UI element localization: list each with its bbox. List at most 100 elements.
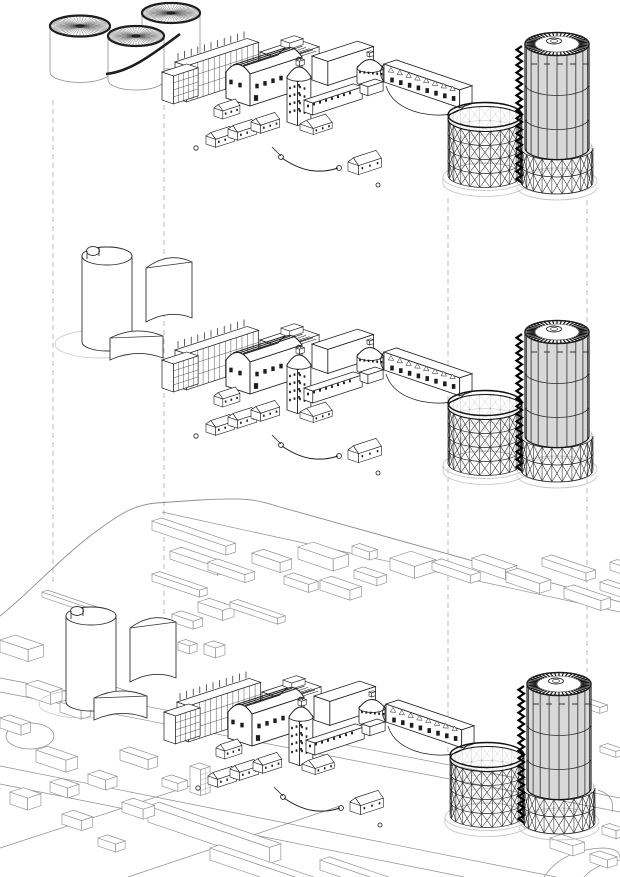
ellipse-shape [280, 794, 286, 800]
wing-block [162, 703, 202, 745]
ellipse-shape [550, 39, 558, 43]
arch-band [390, 365, 456, 389]
drawn-path [295, 344, 302, 349]
ellipse-shape [442, 182, 528, 197]
building-block [206, 558, 256, 584]
gabled-house [252, 752, 283, 774]
ellipse-shape [131, 34, 141, 38]
gabled-house [250, 400, 281, 422]
door-arch [255, 735, 261, 741]
cylinder-notch [70, 606, 84, 616]
building-block [150, 517, 237, 556]
hall-side [249, 56, 303, 107]
ellipse-shape [526, 723, 592, 736]
building-block [358, 78, 385, 97]
building-block [48, 777, 81, 799]
cap-hub [546, 325, 562, 333]
plinth-ring [518, 807, 600, 835]
building-block [318, 856, 390, 877]
hall-gable [227, 704, 253, 747]
plain-box-hall [310, 40, 375, 86]
building-block [282, 572, 320, 593]
drawn-line [273, 786, 284, 797]
plain-box-hall [310, 328, 375, 374]
ellipse-shape [536, 675, 582, 693]
window-dots [289, 84, 300, 114]
building-block [0, 634, 45, 663]
lattice-gasholder-frame [447, 106, 523, 188]
ellipse-shape [375, 470, 381, 476]
wing-block [160, 351, 200, 393]
roof-stripes [232, 47, 296, 66]
dormer-row [389, 707, 458, 732]
building-block [588, 850, 619, 869]
building-block [250, 548, 293, 574]
building-block [366, 50, 375, 58]
building-block [598, 743, 620, 758]
window-dots [359, 70, 383, 76]
building-block [280, 35, 305, 50]
hall-gable [225, 352, 251, 395]
low-half-drum [109, 330, 164, 361]
gabled-house [215, 738, 243, 760]
window-dots [291, 724, 302, 754]
tower-dome [286, 66, 312, 78]
spiral-stair [514, 333, 524, 472]
ellipse-shape [524, 117, 590, 130]
top-layer-storage-tanks [48, 1, 202, 91]
rim-dentils [525, 32, 589, 56]
pipe-line [105, 32, 181, 76]
lattice-gasholder-frame [447, 394, 523, 476]
road-line [0, 783, 197, 849]
arched-windows [255, 75, 283, 89]
dormer-row [387, 355, 456, 380]
ellipse-shape [524, 83, 590, 96]
building-block [430, 558, 482, 584]
door-arch [253, 383, 259, 389]
building-block [146, 801, 282, 864]
arch-band [390, 77, 456, 101]
ellipse-shape [524, 405, 590, 418]
plinth-ring [516, 167, 598, 195]
terrace-edge [387, 725, 469, 756]
building-block [160, 774, 189, 792]
building-block [96, 834, 127, 853]
gable-windows [229, 367, 242, 376]
shell-ribs [526, 335, 588, 448]
building-block [548, 833, 586, 857]
roof-fins [177, 31, 245, 60]
building-block [350, 543, 379, 561]
hall-gable [225, 64, 251, 107]
wing-block [160, 63, 200, 105]
ellipse-shape [336, 453, 342, 459]
ellipse-shape [193, 433, 199, 439]
arched-windows [257, 715, 285, 729]
building-block [176, 639, 199, 655]
gable-windows [229, 79, 242, 88]
link-wing [302, 83, 364, 116]
site-layer-gasometers [444, 671, 600, 841]
rim-dentils [527, 672, 591, 696]
shell-ribs [526, 47, 588, 160]
drawn-path [380, 63, 385, 83]
ellipse-shape [516, 474, 598, 489]
rotunda-dome [358, 699, 386, 709]
arcade-hall [382, 59, 474, 109]
building-block [228, 599, 287, 625]
building-block [34, 745, 79, 773]
tower-lantern [295, 58, 306, 67]
ellipse-shape [193, 145, 199, 151]
half-cylinder-slab [129, 617, 177, 683]
plinth-ring [516, 455, 598, 483]
building-block [202, 640, 226, 659]
footpath [283, 797, 341, 812]
arched-windows [255, 363, 283, 377]
building-block [540, 554, 597, 582]
drawn-line [271, 146, 282, 157]
link-wing [304, 723, 366, 756]
shell-ribs [528, 687, 590, 800]
building-block [8, 787, 42, 811]
pavilion [299, 401, 333, 423]
